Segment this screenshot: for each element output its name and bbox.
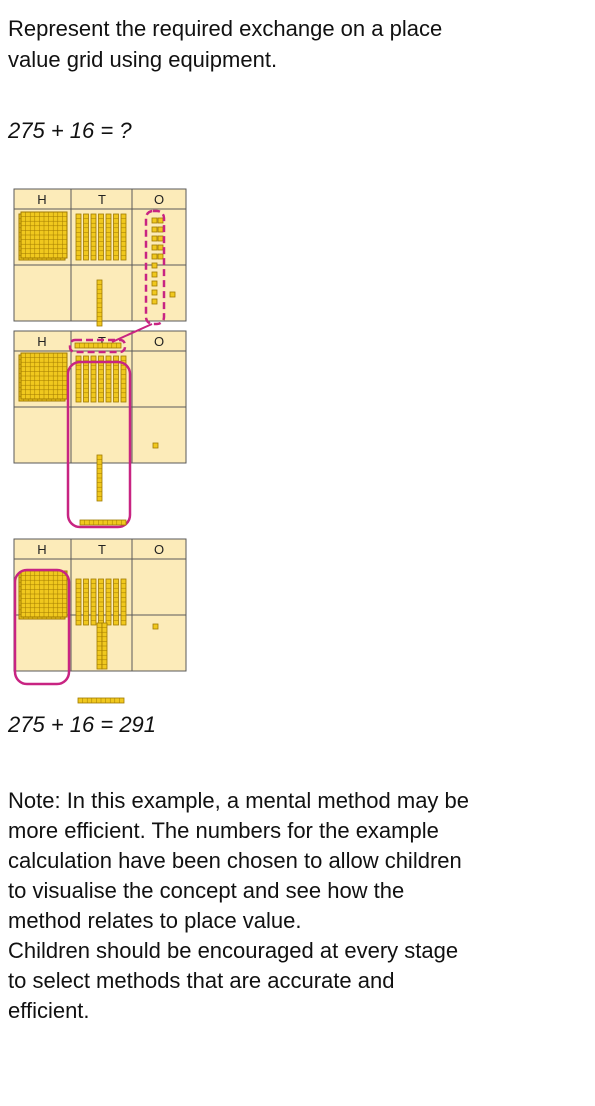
note-line-8: efficient. xyxy=(8,998,90,1023)
ten-rod xyxy=(90,213,97,261)
hundreds-column-highlight xyxy=(13,568,71,686)
one-cube xyxy=(157,244,164,251)
one-cube xyxy=(157,226,164,233)
instruction-line-2: value grid using equipment. xyxy=(8,47,278,72)
hundreds-header: H xyxy=(37,334,46,349)
ten-rod xyxy=(113,213,119,261)
ten-rod xyxy=(96,622,103,670)
instruction-line-1: Represent the required exchange on a pla… xyxy=(8,16,443,41)
one-cube xyxy=(151,253,158,260)
one-cube xyxy=(151,226,158,233)
one-cube xyxy=(157,217,164,224)
one-cube xyxy=(157,235,164,242)
one-cube xyxy=(152,442,159,449)
ten-rod xyxy=(120,355,127,403)
exchange-annotations xyxy=(68,323,153,704)
one-cube xyxy=(151,262,158,269)
hundred-block xyxy=(20,570,68,618)
tens-column-highlight xyxy=(66,360,132,529)
ten-rod xyxy=(96,454,103,502)
ones-header: O xyxy=(154,542,164,557)
place-value-diagrams: H T O H T O H T O xyxy=(13,188,187,704)
ten-rod xyxy=(96,279,103,327)
hundreds-header: H xyxy=(37,542,46,557)
exchange-ones-highlight xyxy=(144,209,166,326)
one-cube xyxy=(152,623,159,630)
note-line-4: to visualise the concept and see how the xyxy=(8,878,405,903)
note-line-5: method relates to place value. xyxy=(8,908,302,933)
ten-rod xyxy=(105,578,112,626)
tens-header: T xyxy=(98,542,106,557)
one-cube xyxy=(151,244,158,251)
equation-answer: 275 + 16 = 291 xyxy=(8,712,157,737)
ten-rod xyxy=(120,213,127,261)
ten-rod xyxy=(75,578,82,626)
tens-header: T xyxy=(98,334,106,349)
note-line-7: to select methods that are accurate and xyxy=(8,968,395,993)
hundred-block xyxy=(20,211,68,259)
ten-rod xyxy=(75,355,82,403)
ten-rod xyxy=(74,342,122,349)
ten-rod xyxy=(105,355,112,403)
ten-rod xyxy=(90,355,97,403)
exchanged-ten-highlight xyxy=(68,338,127,354)
note-line-3: calculation have been chosen to allow ch… xyxy=(8,848,462,873)
one-cube xyxy=(169,291,176,298)
one-cube xyxy=(151,235,158,242)
ten-rod xyxy=(98,578,104,626)
equation-question: 275 + 16 = ? xyxy=(8,118,132,143)
ten-rod xyxy=(83,578,89,626)
note-line-2: more efficient. The numbers for the exam… xyxy=(8,818,439,843)
one-cube xyxy=(151,271,158,278)
ten-rod xyxy=(105,213,112,261)
hundred-block xyxy=(20,352,68,400)
ones-header: O xyxy=(154,192,164,207)
ten-rod xyxy=(79,519,127,526)
one-cube xyxy=(151,280,158,287)
one-cube xyxy=(151,217,158,224)
ten-rod xyxy=(98,355,104,403)
hundreds-header: H xyxy=(37,192,46,207)
one-cube xyxy=(157,253,164,260)
ten-rod xyxy=(113,355,119,403)
ten-rod xyxy=(101,622,108,670)
exchange-arrow-line xyxy=(111,323,153,343)
ten-rod xyxy=(98,213,104,261)
ten-rod xyxy=(90,578,97,626)
ten-rod xyxy=(83,213,89,261)
ten-rod xyxy=(75,213,82,261)
ten-rod xyxy=(77,697,125,704)
ten-rod xyxy=(120,578,127,626)
tens-header: T xyxy=(98,192,106,207)
one-cube xyxy=(151,298,158,305)
ten-rod xyxy=(83,355,89,403)
note-line-1: Note: In this example, a mental method m… xyxy=(8,788,470,813)
one-cube xyxy=(151,289,158,296)
note-line-6: Children should be encouraged at every s… xyxy=(8,938,459,963)
ones-header: O xyxy=(154,334,164,349)
ten-rod xyxy=(113,578,119,626)
